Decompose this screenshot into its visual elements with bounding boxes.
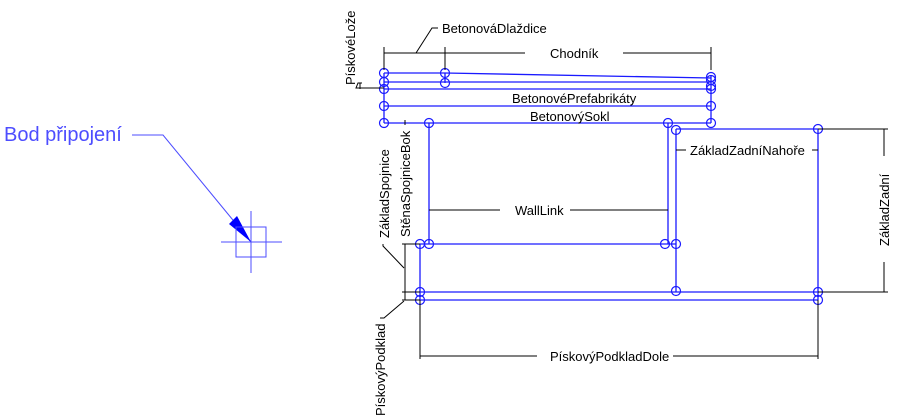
vertex-point-icon[interactable]	[423, 238, 435, 250]
vertex-point-icon[interactable]	[670, 124, 682, 136]
label-concrete-tile: BetonováDlaždice	[442, 21, 547, 36]
label-concrete-plinth: BetonovýSokl	[530, 109, 610, 124]
label-wall-link: WallLink	[515, 203, 564, 218]
vertex-point-icon[interactable]	[378, 83, 390, 95]
vertex-point-icon[interactable]	[705, 83, 717, 95]
vertex-point-icon[interactable]	[662, 117, 674, 129]
vertex-point-icon[interactable]	[378, 117, 390, 129]
arrowhead-icon	[229, 216, 251, 242]
vertex-point-icon[interactable]	[439, 77, 451, 89]
label-concrete-precast: BetonovéPrefabrikáty	[512, 91, 637, 106]
label-sand-base-bottom: PískovýPodkladDole	[550, 349, 669, 364]
vertex-point-icon[interactable]	[659, 238, 671, 250]
attach-point-leader	[132, 134, 252, 243]
vertex-point-icon[interactable]	[423, 117, 435, 129]
vertex-point-icon[interactable]	[670, 285, 682, 297]
profile-geometry	[383, 72, 819, 301]
attach-point-label: Bod připojení	[4, 124, 122, 146]
vertex-point-icon[interactable]	[705, 80, 717, 92]
vertex-point-icon[interactable]	[705, 117, 717, 129]
label-sand-bed: PískovéLože	[343, 11, 358, 85]
dimension-lines	[355, 27, 888, 359]
label-footing-back: ZákladZadní	[877, 173, 892, 246]
label-footing-back-top: ZákladZadníNahoře	[690, 143, 805, 158]
vertex-point-icon[interactable]	[705, 100, 717, 112]
label-sand-base: PískovýPodklad	[373, 324, 388, 417]
vertex-points	[378, 67, 824, 306]
label-wall-link-side: StěnaSpojniceBok	[398, 130, 413, 237]
label-sidewalk: Chodník	[550, 46, 599, 61]
label-footing-link: ZákladSpojnice	[377, 149, 392, 238]
vertex-point-icon[interactable]	[378, 100, 390, 112]
attach-point-group: Bod připojení	[4, 124, 282, 273]
vertex-point-icon[interactable]	[670, 238, 682, 250]
crosshair-icon[interactable]	[221, 211, 282, 273]
vertex-point-icon[interactable]	[378, 76, 390, 88]
